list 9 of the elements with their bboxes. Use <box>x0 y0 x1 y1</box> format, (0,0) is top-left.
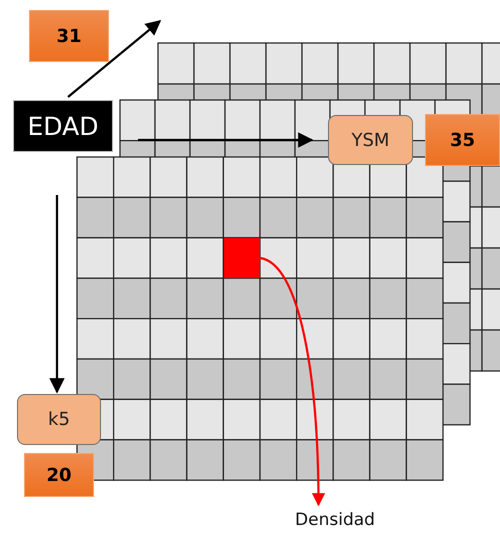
axis-label: YSM <box>328 115 413 165</box>
arrow <box>260 256 325 506</box>
axis-label: EDAD <box>13 100 113 152</box>
number-badge: 20 <box>24 453 94 497</box>
number-badge: 35 <box>425 114 500 166</box>
axis-label: k5 <box>17 394 101 445</box>
output-label: Densidad <box>280 506 390 533</box>
number-badge: 31 <box>29 10 109 62</box>
highlighted-cell <box>224 238 260 278</box>
